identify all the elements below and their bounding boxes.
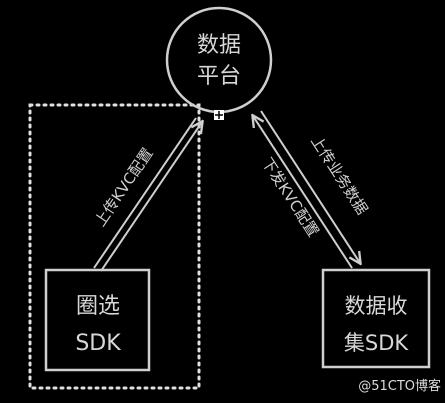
push-kvc-label: 下发KVC配置 [258, 154, 322, 240]
upload-kvc-label: 上传KVC配置 [91, 145, 157, 230]
collect-sdk-node-label-line2: 集SDK [344, 331, 410, 355]
circle-sdk-node-label-line1: 圈选 [76, 294, 120, 319]
platform-node-label-line1: 数据 [197, 33, 241, 58]
sync-data-arrow [253, 110, 360, 269]
platform-node [165, 6, 273, 114]
move-handle-icon [214, 110, 224, 120]
upload-kvc-arrow [93, 117, 202, 272]
collect-sdk-node-label-line1: 数据收 [345, 294, 408, 318]
watermark-text: @51CTO博客 [358, 378, 441, 394]
platform-node-label-line2: 平台 [197, 64, 241, 89]
circle-sdk-node-label-line2: SDK [75, 331, 121, 356]
collect-sdk-node [321, 268, 431, 369]
dotted-selection-frame [28, 103, 201, 390]
circle-sdk-node [44, 268, 151, 372]
upload-business-label: 上传业务数据 [307, 133, 371, 218]
